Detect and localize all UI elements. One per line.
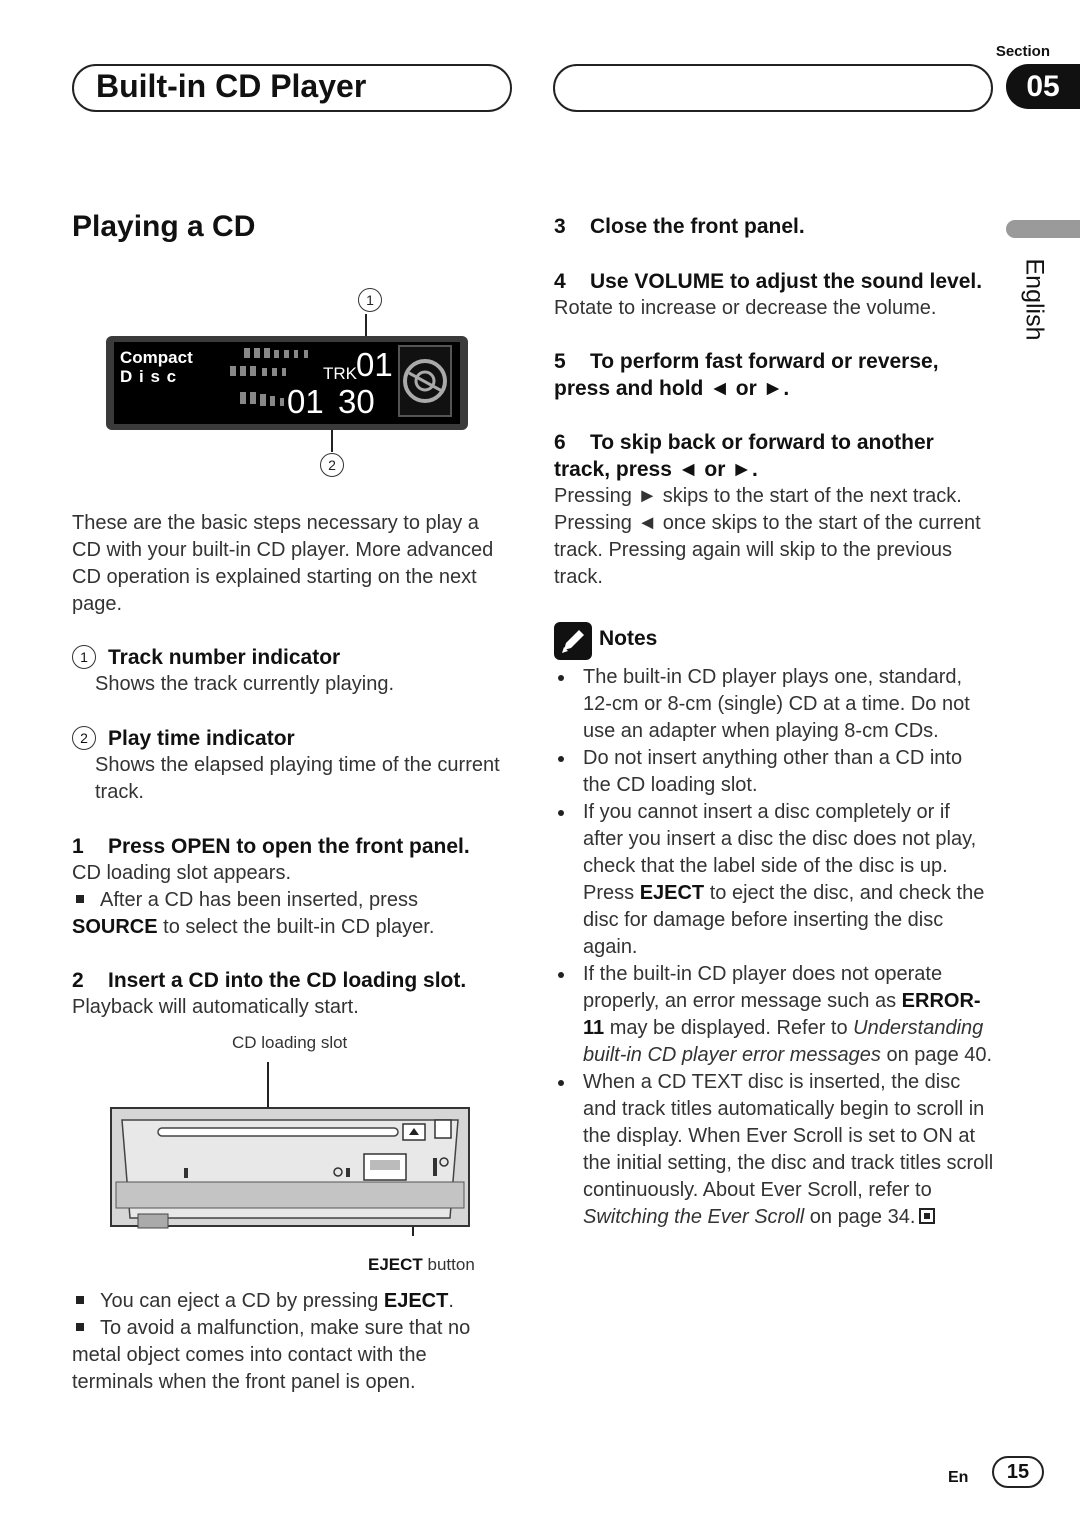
step-4: 4 Use VOLUME to adjust the sound level. R… [554, 268, 994, 322]
display-illustration [106, 314, 468, 452]
display-time-minutes: 01 [287, 383, 324, 420]
step-2: 2 Insert a CD into the CD loading slot. P… [72, 967, 507, 1021]
note-item: The built-in CD player plays one, standa… [554, 664, 994, 745]
section-title-box: Built-in CD Player [72, 64, 512, 112]
language-tab-bar [1006, 220, 1080, 238]
indicator-2: 2 Play time indicator Shows the elapsed p… [72, 725, 502, 806]
note-item: When a CD TEXT disc is inserted, the dis… [554, 1069, 994, 1231]
page-title: Playing a CD [72, 210, 256, 243]
step-5-number: 5 [554, 350, 566, 373]
step-4-title: Use VOLUME to adjust the sound level. [590, 270, 983, 293]
header-empty-box [553, 64, 993, 112]
step-1-note: After a CD has been inserted, press SOUR… [72, 889, 435, 938]
display-figure: 1 2 Compact D i s c TRK 01 01 30 [104, 288, 470, 478]
step-2-text: Playback will automatically start. [72, 996, 359, 1018]
display-track-number: 01 [356, 346, 393, 383]
square-bullet-icon [76, 1323, 84, 1332]
step-1-text: CD loading slot appears. [72, 862, 292, 884]
bottom-note-2: To avoid a malfunction, make sure that n… [72, 1317, 471, 1393]
callout-2: 2 [320, 453, 344, 477]
indicator-2-marker: 2 [72, 726, 96, 750]
step-5-title: To perform fast forward or reverse, pres… [554, 350, 939, 400]
step-3: 3 Close the front panel. [554, 213, 994, 240]
notes-title: Notes [599, 627, 658, 650]
step-1-title: Press OPEN to open the front panel. [108, 835, 470, 858]
step-6-number: 6 [554, 431, 566, 454]
end-mark-icon [919, 1208, 936, 1224]
indicator-2-text: Shows the elapsed playing time of the cu… [95, 754, 500, 803]
indicator-1-marker: 1 [72, 645, 96, 669]
cd-player-illustration [110, 1062, 470, 1236]
note-item: If the built-in CD player does not opera… [554, 961, 994, 1069]
display-disc-text: D i s c [120, 367, 178, 386]
language-label: English [1020, 258, 1049, 341]
section-number-badge: 05 [1006, 64, 1080, 109]
intro-text: These are the basic steps necessary to p… [72, 512, 494, 615]
bottom-notes: You can eject a CD by pressing EJECT. To… [72, 1288, 502, 1396]
bottom-note-1: You can eject a CD by pressing EJECT. [72, 1288, 502, 1315]
step-3-title: Close the front panel. [590, 215, 805, 238]
indicator-1-title: Track number indicator [108, 646, 341, 669]
section-label: Section [995, 43, 1050, 60]
square-bullet-icon [76, 1296, 84, 1305]
display-trk-label: TRK [323, 364, 357, 383]
display-compact-text: Compact [120, 348, 193, 367]
step-1: 1 Press OPEN to open the front panel. CD … [72, 833, 507, 941]
page-number: 15 [992, 1456, 1044, 1488]
slot-figure: CD loading slot EJECT button [108, 1030, 478, 1280]
step-3-number: 3 [554, 215, 566, 238]
indicator-1-text: Shows the track currently playing. [95, 673, 395, 695]
step-4-number: 4 [554, 270, 566, 293]
step-4-text: Rotate to increase or decrease the volum… [554, 297, 937, 319]
footer-language: En [948, 1469, 969, 1486]
indicator-1: 1 Track number indicator Shows the track … [72, 644, 502, 698]
language-tab: English [1018, 255, 1049, 355]
square-bullet-icon [76, 895, 84, 904]
notes-list: The built-in CD player plays one, standa… [554, 664, 994, 1231]
step-2-number: 2 [72, 969, 84, 992]
callout-1: 1 [358, 288, 382, 312]
note-item: If you cannot insert a disc completely o… [554, 799, 994, 961]
step-1-number: 1 [72, 835, 84, 858]
section-title: Built-in CD Player [96, 68, 367, 104]
step-6-title: To skip back or forward to another track… [554, 431, 934, 481]
eject-button-label: EJECT button [368, 1255, 475, 1274]
note-item: Do not insert anything other than a CD i… [554, 745, 994, 799]
notes-pencil-icon [554, 622, 592, 660]
slot-label: CD loading slot [232, 1033, 348, 1052]
step-2-title: Insert a CD into the CD loading slot. [108, 969, 467, 992]
step-6-text: Pressing ► skips to the start of the nex… [554, 485, 981, 588]
display-time-seconds: 30 [338, 383, 375, 420]
indicator-2-title: Play time indicator [108, 727, 295, 750]
